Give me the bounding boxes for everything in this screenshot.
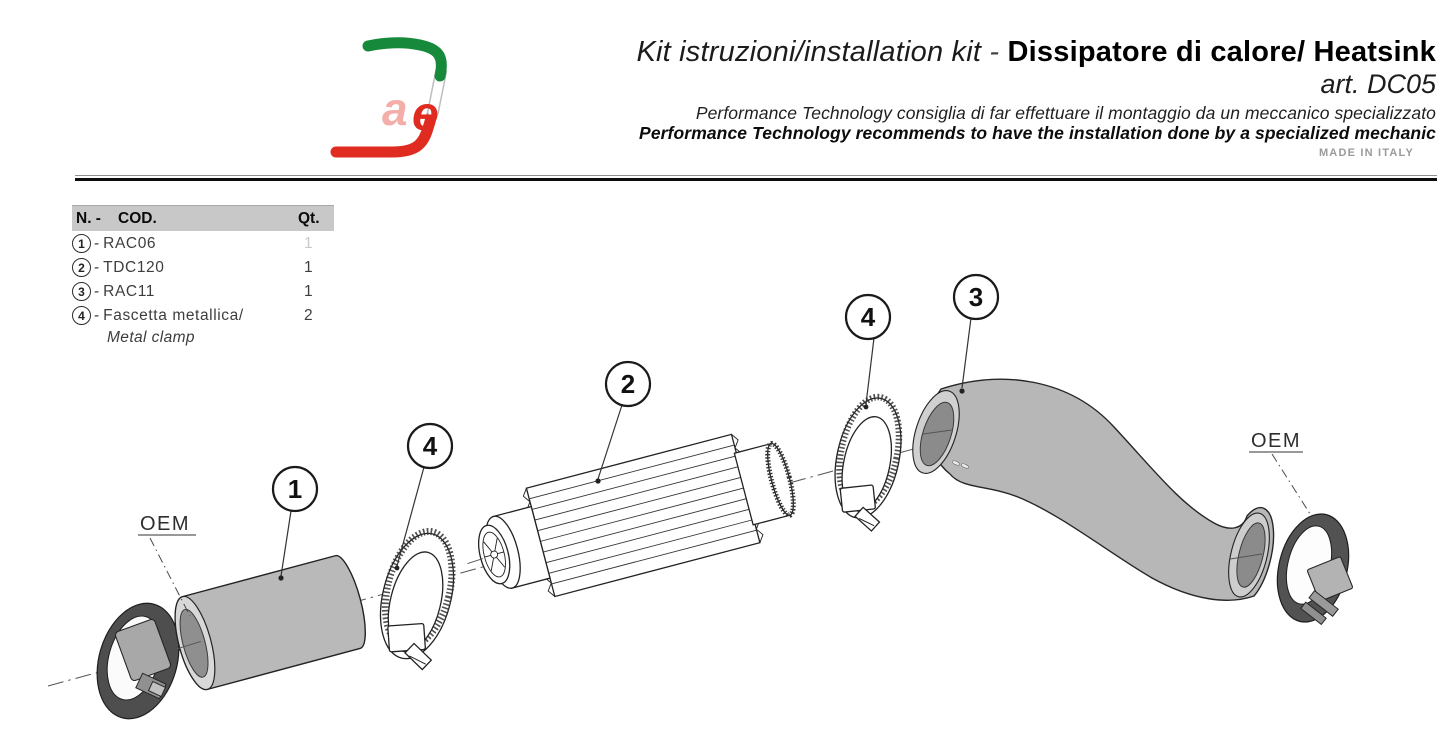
part-number-badge: 2: [72, 258, 91, 277]
part-code: Fascetta metallica/: [103, 306, 244, 324]
logo-green-stroke: [362, 37, 447, 82]
oem-clamp-left: [96, 602, 180, 720]
table-row: 1- RAC06 1: [72, 232, 334, 255]
exploded-diagram: OEM OEM 1 4 2: [47, 273, 1354, 720]
part-code: RAC11: [103, 282, 155, 300]
part-qty: 1: [304, 258, 313, 276]
oem-text: OEM: [140, 513, 190, 535]
callout-3: 3: [952, 273, 1000, 394]
header-divider: [75, 175, 1437, 181]
part-qty: 1: [304, 282, 313, 300]
oem-label-left: OEM: [138, 513, 196, 617]
col-qty: Qt.: [298, 209, 320, 227]
table-row: 4- Fascetta metallica/ 2: [72, 304, 334, 327]
article-number: art. DC05: [1320, 69, 1436, 100]
page-title: Kit istruzioni/installation kit - Dissip…: [500, 36, 1436, 68]
title-separator: -: [981, 36, 1008, 68]
parts-table: N. - COD. Qt. 1- RAC06 1 2- TDC120 1 3- …: [72, 205, 334, 349]
callout-2: 2: [595, 360, 652, 484]
callout-number: 3: [969, 282, 983, 312]
logo-letter-e: e: [412, 88, 439, 141]
part-2-heatsink: [467, 433, 796, 598]
part-number-badge: 1: [72, 234, 91, 253]
made-in-italy-label: MADE IN ITALY: [1318, 146, 1414, 159]
part-1-straight-hose: [174, 554, 366, 691]
header: Kit istruzioni/installation kit - Dissip…: [500, 36, 1436, 159]
brand-logo: a e: [330, 37, 447, 158]
oem-text: OEM: [1251, 430, 1301, 452]
callout-number: 1: [288, 474, 302, 504]
part-code: TDC120: [103, 258, 165, 276]
part-qty: 1: [304, 234, 313, 252]
part-code: RAC06: [103, 234, 157, 252]
logo-letter-a: a: [382, 83, 408, 135]
subtitle-italian: Performance Technology consiglia di far …: [695, 102, 1436, 123]
callout-number: 4: [423, 431, 438, 461]
col-number: N. -: [76, 209, 101, 227]
part-4-clamp-right: [834, 393, 903, 532]
callout-1: 1: [271, 465, 319, 581]
part-code-line2: Metal clamp: [107, 329, 195, 346]
table-row: 2- TDC120 1: [72, 256, 334, 279]
title-italic-part: Kit istruzioni/installation kit: [636, 36, 982, 68]
part-qty: 2: [304, 306, 313, 324]
callout-number: 2: [621, 369, 635, 399]
callout-4-right: 4: [844, 293, 892, 410]
table-row: 3- RAC11 1: [72, 280, 334, 303]
knurled-rim: [765, 441, 796, 518]
part-number-badge: 4: [72, 306, 91, 325]
part-4-clamp-left: [379, 527, 456, 671]
oem-clamp-right: [1276, 513, 1354, 626]
subtitle-english: Performance Technology recommends to hav…: [639, 123, 1436, 144]
logo-red-stroke: [330, 102, 440, 158]
callout-number: 4: [861, 302, 876, 332]
col-code: COD.: [118, 209, 157, 227]
part-3-curved-hose: [912, 378, 1275, 601]
part-number-badge: 3: [72, 282, 91, 301]
title-bold-part: Dissipatore di calore/ Heatsink: [1007, 36, 1436, 68]
callout-4-left: 4: [394, 422, 454, 571]
parts-table-header: N. - COD. Qt.: [72, 205, 334, 231]
oem-label-right: OEM: [1249, 430, 1313, 518]
